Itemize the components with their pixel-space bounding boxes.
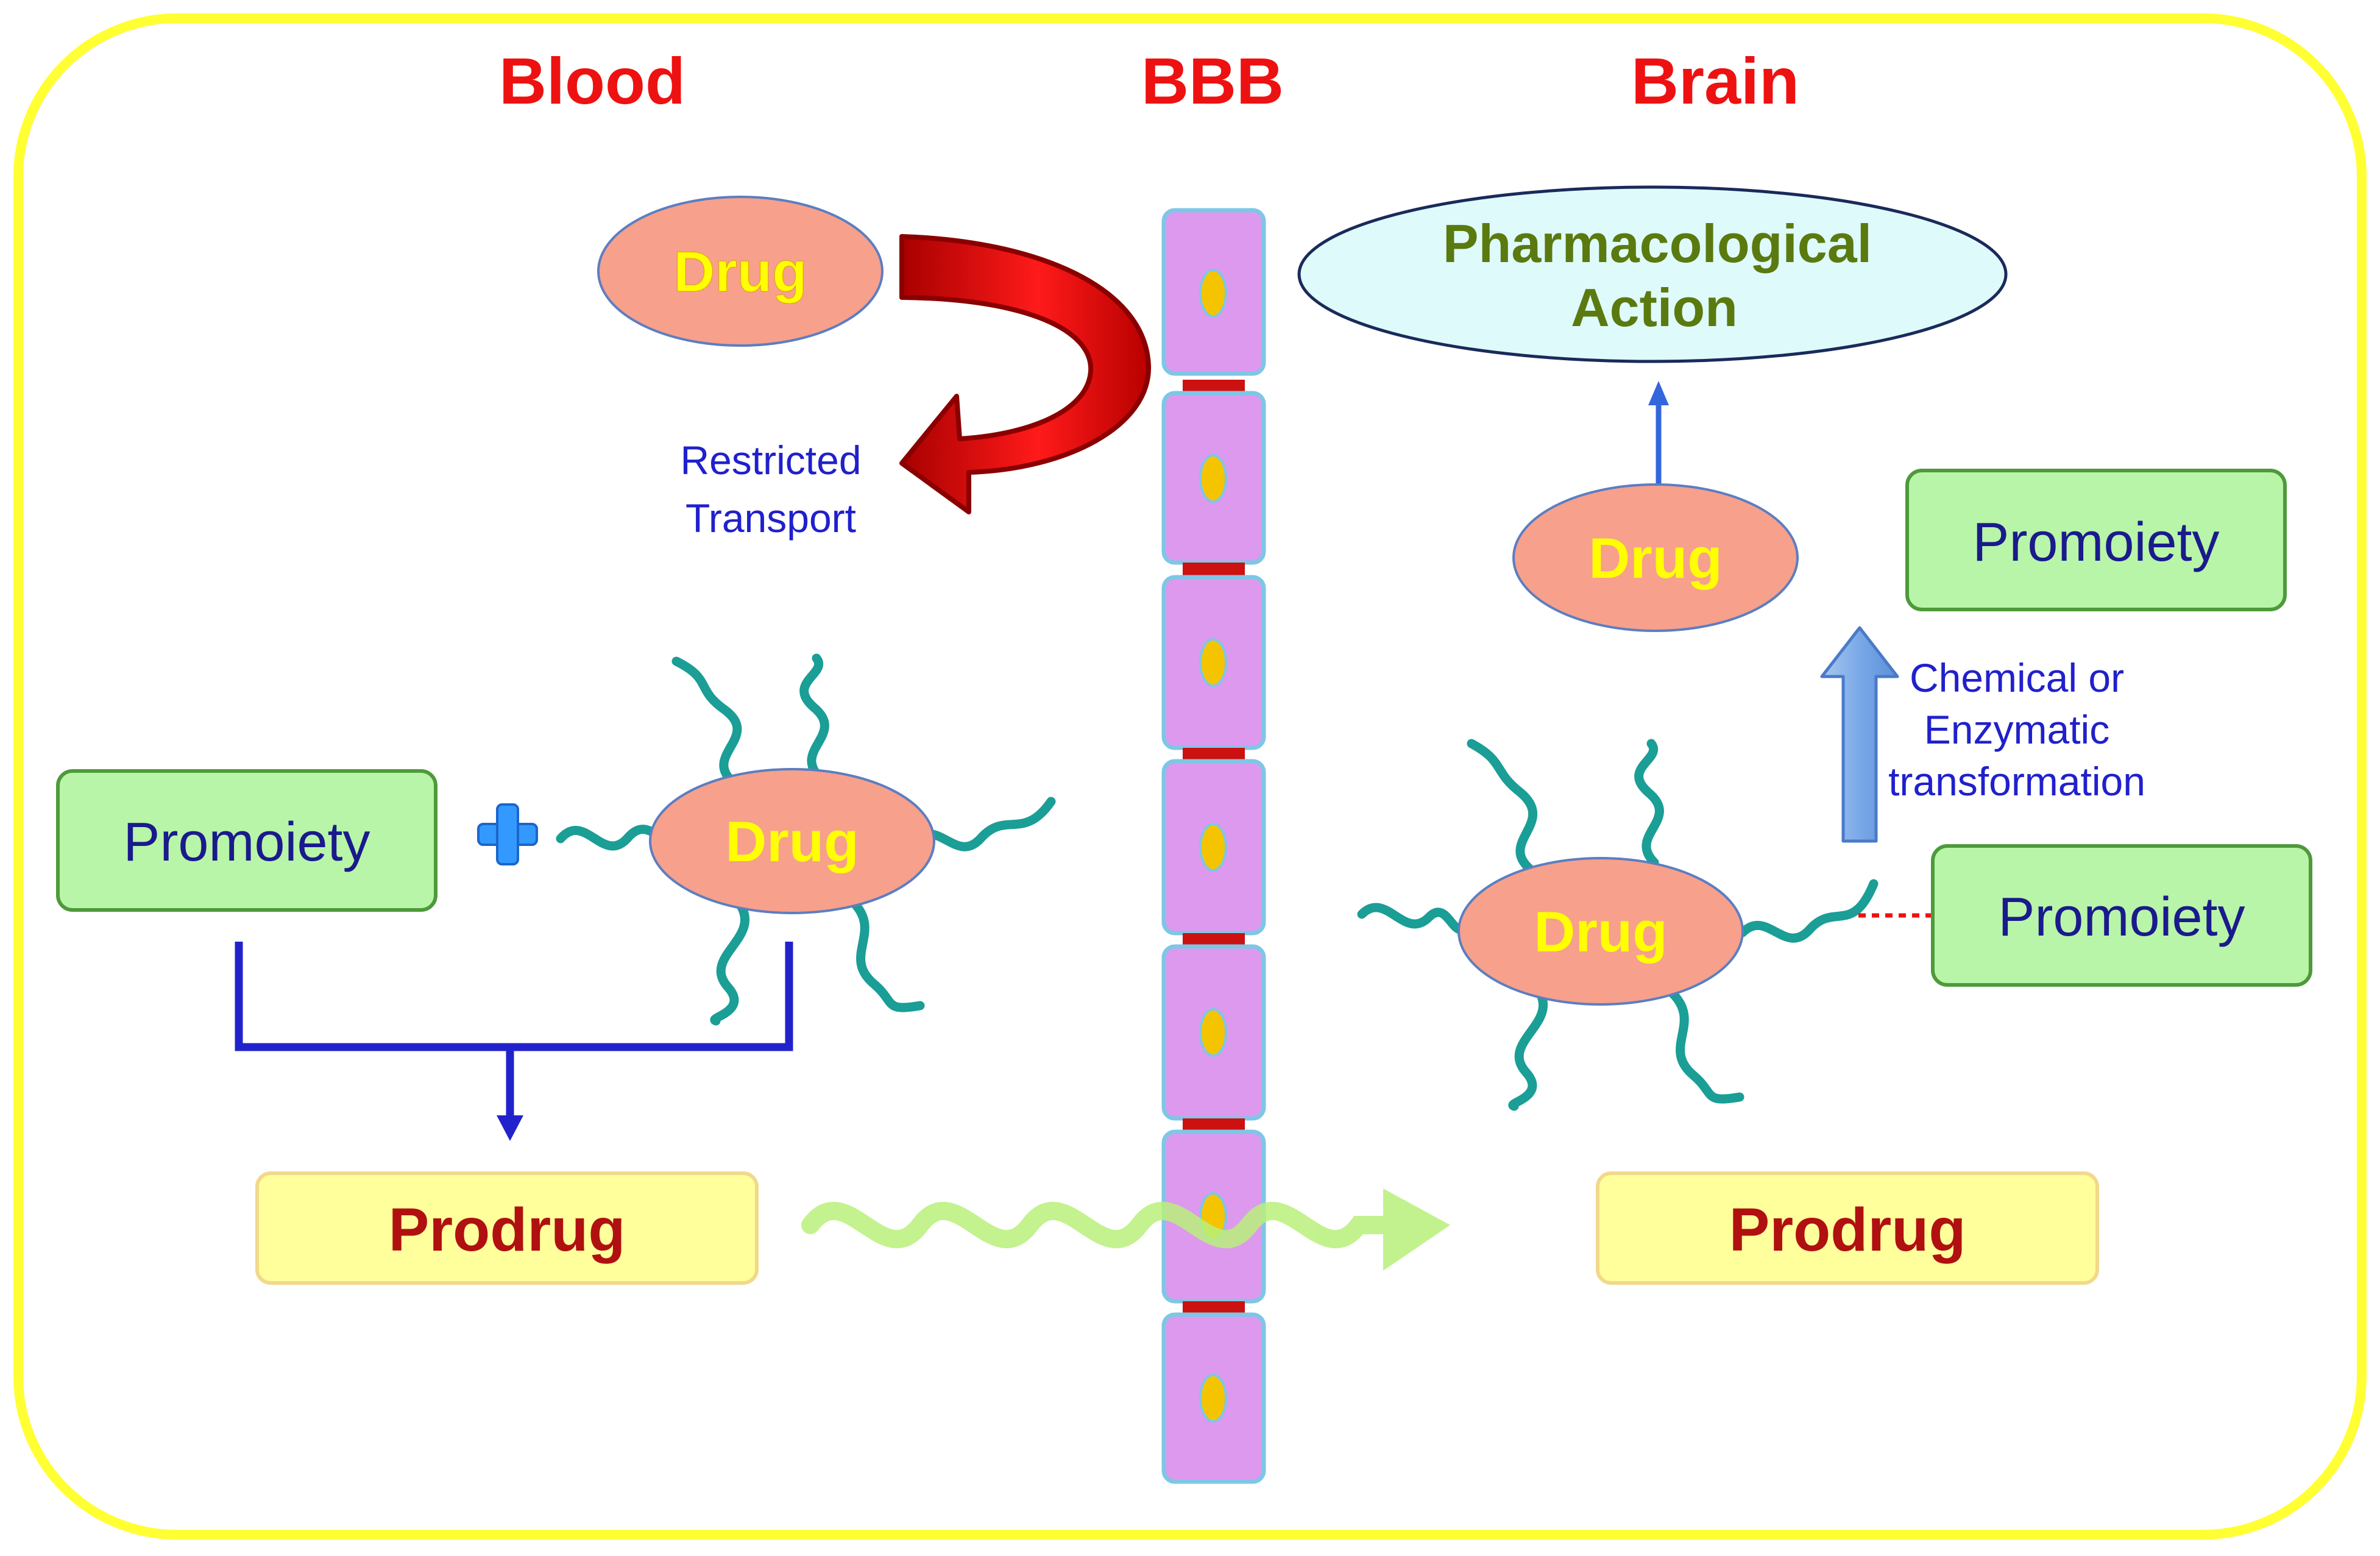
- drug-oval-brain: Drug: [1512, 483, 1799, 632]
- tentacles: [1357, 739, 1879, 1111]
- cell-nucleus: [1199, 1374, 1227, 1423]
- prodrug-crossing-arrow: [801, 1188, 1450, 1271]
- tentacles: [556, 653, 1056, 1026]
- tight-junction: [1183, 1301, 1245, 1315]
- promoiety-label: Promoiety: [1998, 887, 2245, 948]
- drug-label: Drug: [673, 240, 807, 304]
- cell-nucleus: [1199, 1008, 1227, 1057]
- cell-nucleus: [1199, 269, 1227, 318]
- plus-icon: [477, 803, 538, 865]
- tight-junction: [1183, 933, 1245, 947]
- cell-nucleus: [1199, 454, 1227, 503]
- pharmacological-action: Pharmacological Action: [1297, 185, 2008, 363]
- bbb-cell: [1161, 391, 1266, 565]
- transformation-line1: Chemical or: [1910, 655, 2124, 700]
- drug-with-tentacles-brain: Drug: [1357, 739, 1879, 1111]
- pharmacological-line1: Pharmacological: [1443, 213, 1872, 274]
- drug-oval-blood: Drug: [597, 196, 884, 347]
- restricted-transport-arrow: [899, 234, 1152, 514]
- bbb-cell: [1161, 944, 1266, 1121]
- header-blood: Blood: [499, 44, 685, 118]
- prodrug-box-brain: Prodrug: [1596, 1171, 2099, 1285]
- tight-junction: [1183, 748, 1245, 761]
- pharmacological-line2: Action: [1571, 277, 1738, 338]
- restricted-transport-line2: Transport: [685, 496, 856, 541]
- prodrug-box-blood: Prodrug: [255, 1171, 759, 1285]
- bbb-cell: [1161, 759, 1266, 936]
- combine-connector: [235, 942, 793, 1115]
- promoiety-label: Promoiety: [1972, 512, 2219, 573]
- transformation-line3: transformation: [1888, 759, 2145, 804]
- drug-label: Drug: [725, 809, 859, 873]
- drug-label: Drug: [1588, 526, 1722, 590]
- cell-nucleus: [1199, 823, 1227, 872]
- transformation-line2: Enzymatic: [1924, 707, 2109, 752]
- restricted-transport-line1: Restricted: [680, 438, 861, 483]
- bbb-wall: [1161, 208, 1266, 1484]
- promoiety-box-released: Promoiety: [1905, 469, 2287, 611]
- combine-arrowhead: [497, 1115, 523, 1141]
- transformation-arrow: [1820, 626, 1899, 843]
- tight-junction: [1183, 1118, 1245, 1132]
- header-brain: Brain: [1631, 44, 1799, 118]
- header-bbb: BBB: [1141, 44, 1284, 118]
- prodrug-label: Prodrug: [1729, 1196, 1966, 1264]
- action-arrow: [1648, 381, 1669, 488]
- drug-label: Drug: [1534, 900, 1667, 964]
- bbb-cell: [1161, 1312, 1266, 1484]
- promoiety-box-attached: Promoiety: [1931, 844, 2312, 987]
- promoiety-box-blood: Promoiety: [56, 769, 437, 912]
- tight-junction: [1183, 563, 1245, 577]
- drug-with-tentacles-blood: Drug: [556, 653, 1056, 1026]
- bbb-cell: [1161, 575, 1266, 750]
- cell-nucleus: [1199, 638, 1227, 687]
- bbb-cell: [1161, 208, 1266, 376]
- promoiety-label: Promoiety: [123, 812, 370, 873]
- prodrug-label: Prodrug: [389, 1196, 626, 1264]
